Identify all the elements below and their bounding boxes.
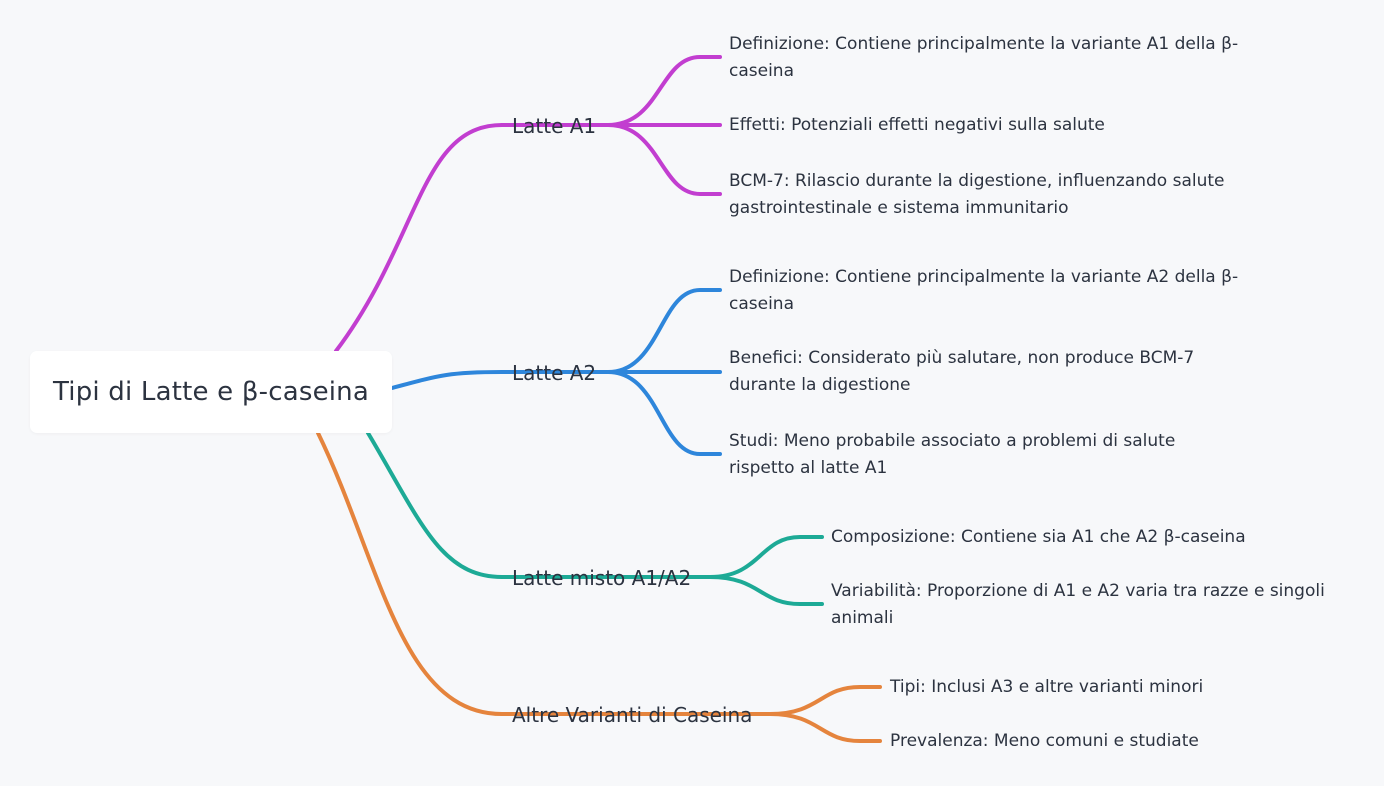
link-root-a2 <box>390 370 504 390</box>
link-a1-def <box>606 55 722 127</box>
link-a2-def <box>606 288 722 374</box>
link-root-mixed <box>366 431 504 579</box>
leaf-a1-definizione[interactable]: Definizione: Contiene principalmente la … <box>729 34 1239 81</box>
leaf-a2-benefici[interactable]: Benefici: Considerato più salutare, non … <box>729 348 1195 395</box>
leaf-a2-definizione[interactable]: Definizione: Contiene principalmente la … <box>729 267 1239 314</box>
leaf-altre-prevalenza[interactable]: Prevalenza: Meno comuni e studiate <box>890 731 1199 751</box>
link-a1-bcm <box>606 123 722 196</box>
link-other-prev <box>768 712 882 743</box>
leaf-a1-bcm7[interactable]: BCM-7: Rilascio durante la digestione, i… <box>729 171 1225 218</box>
branch-latte-a1[interactable]: Latte A1 <box>512 114 597 138</box>
branch-altre-varianti[interactable]: Altre Varianti di Caseina <box>512 703 753 727</box>
leaf-misto-composizione[interactable]: Composizione: Contiene sia A1 che A2 β-c… <box>831 527 1246 547</box>
root-label: Tipi di Latte e β-caseina <box>53 377 369 407</box>
root-node[interactable]: Tipi di Latte e β-caseina <box>30 351 392 433</box>
link-root-other <box>316 431 504 716</box>
leaf-altre-tipi[interactable]: Tipi: Inclusi A3 e altre varianti minori <box>890 677 1204 697</box>
link-mixed-comp <box>708 535 824 579</box>
link-mixed-var <box>708 575 824 606</box>
link-other-tipi <box>768 685 882 716</box>
branch-latte-misto[interactable]: Latte misto A1/A2 <box>512 566 692 590</box>
link-root-a1 <box>334 123 504 353</box>
branch-latte-a2[interactable]: Latte A2 <box>512 361 597 385</box>
leaf-misto-variabilita[interactable]: Variabilità: Proporzione di A1 e A2 vari… <box>831 581 1325 628</box>
leaf-a2-studi[interactable]: Studi: Meno probabile associato a proble… <box>729 431 1176 478</box>
link-a2-stu <box>606 370 722 456</box>
leaf-a1-effetti[interactable]: Effetti: Potenziali effetti negativi sul… <box>729 115 1105 135</box>
